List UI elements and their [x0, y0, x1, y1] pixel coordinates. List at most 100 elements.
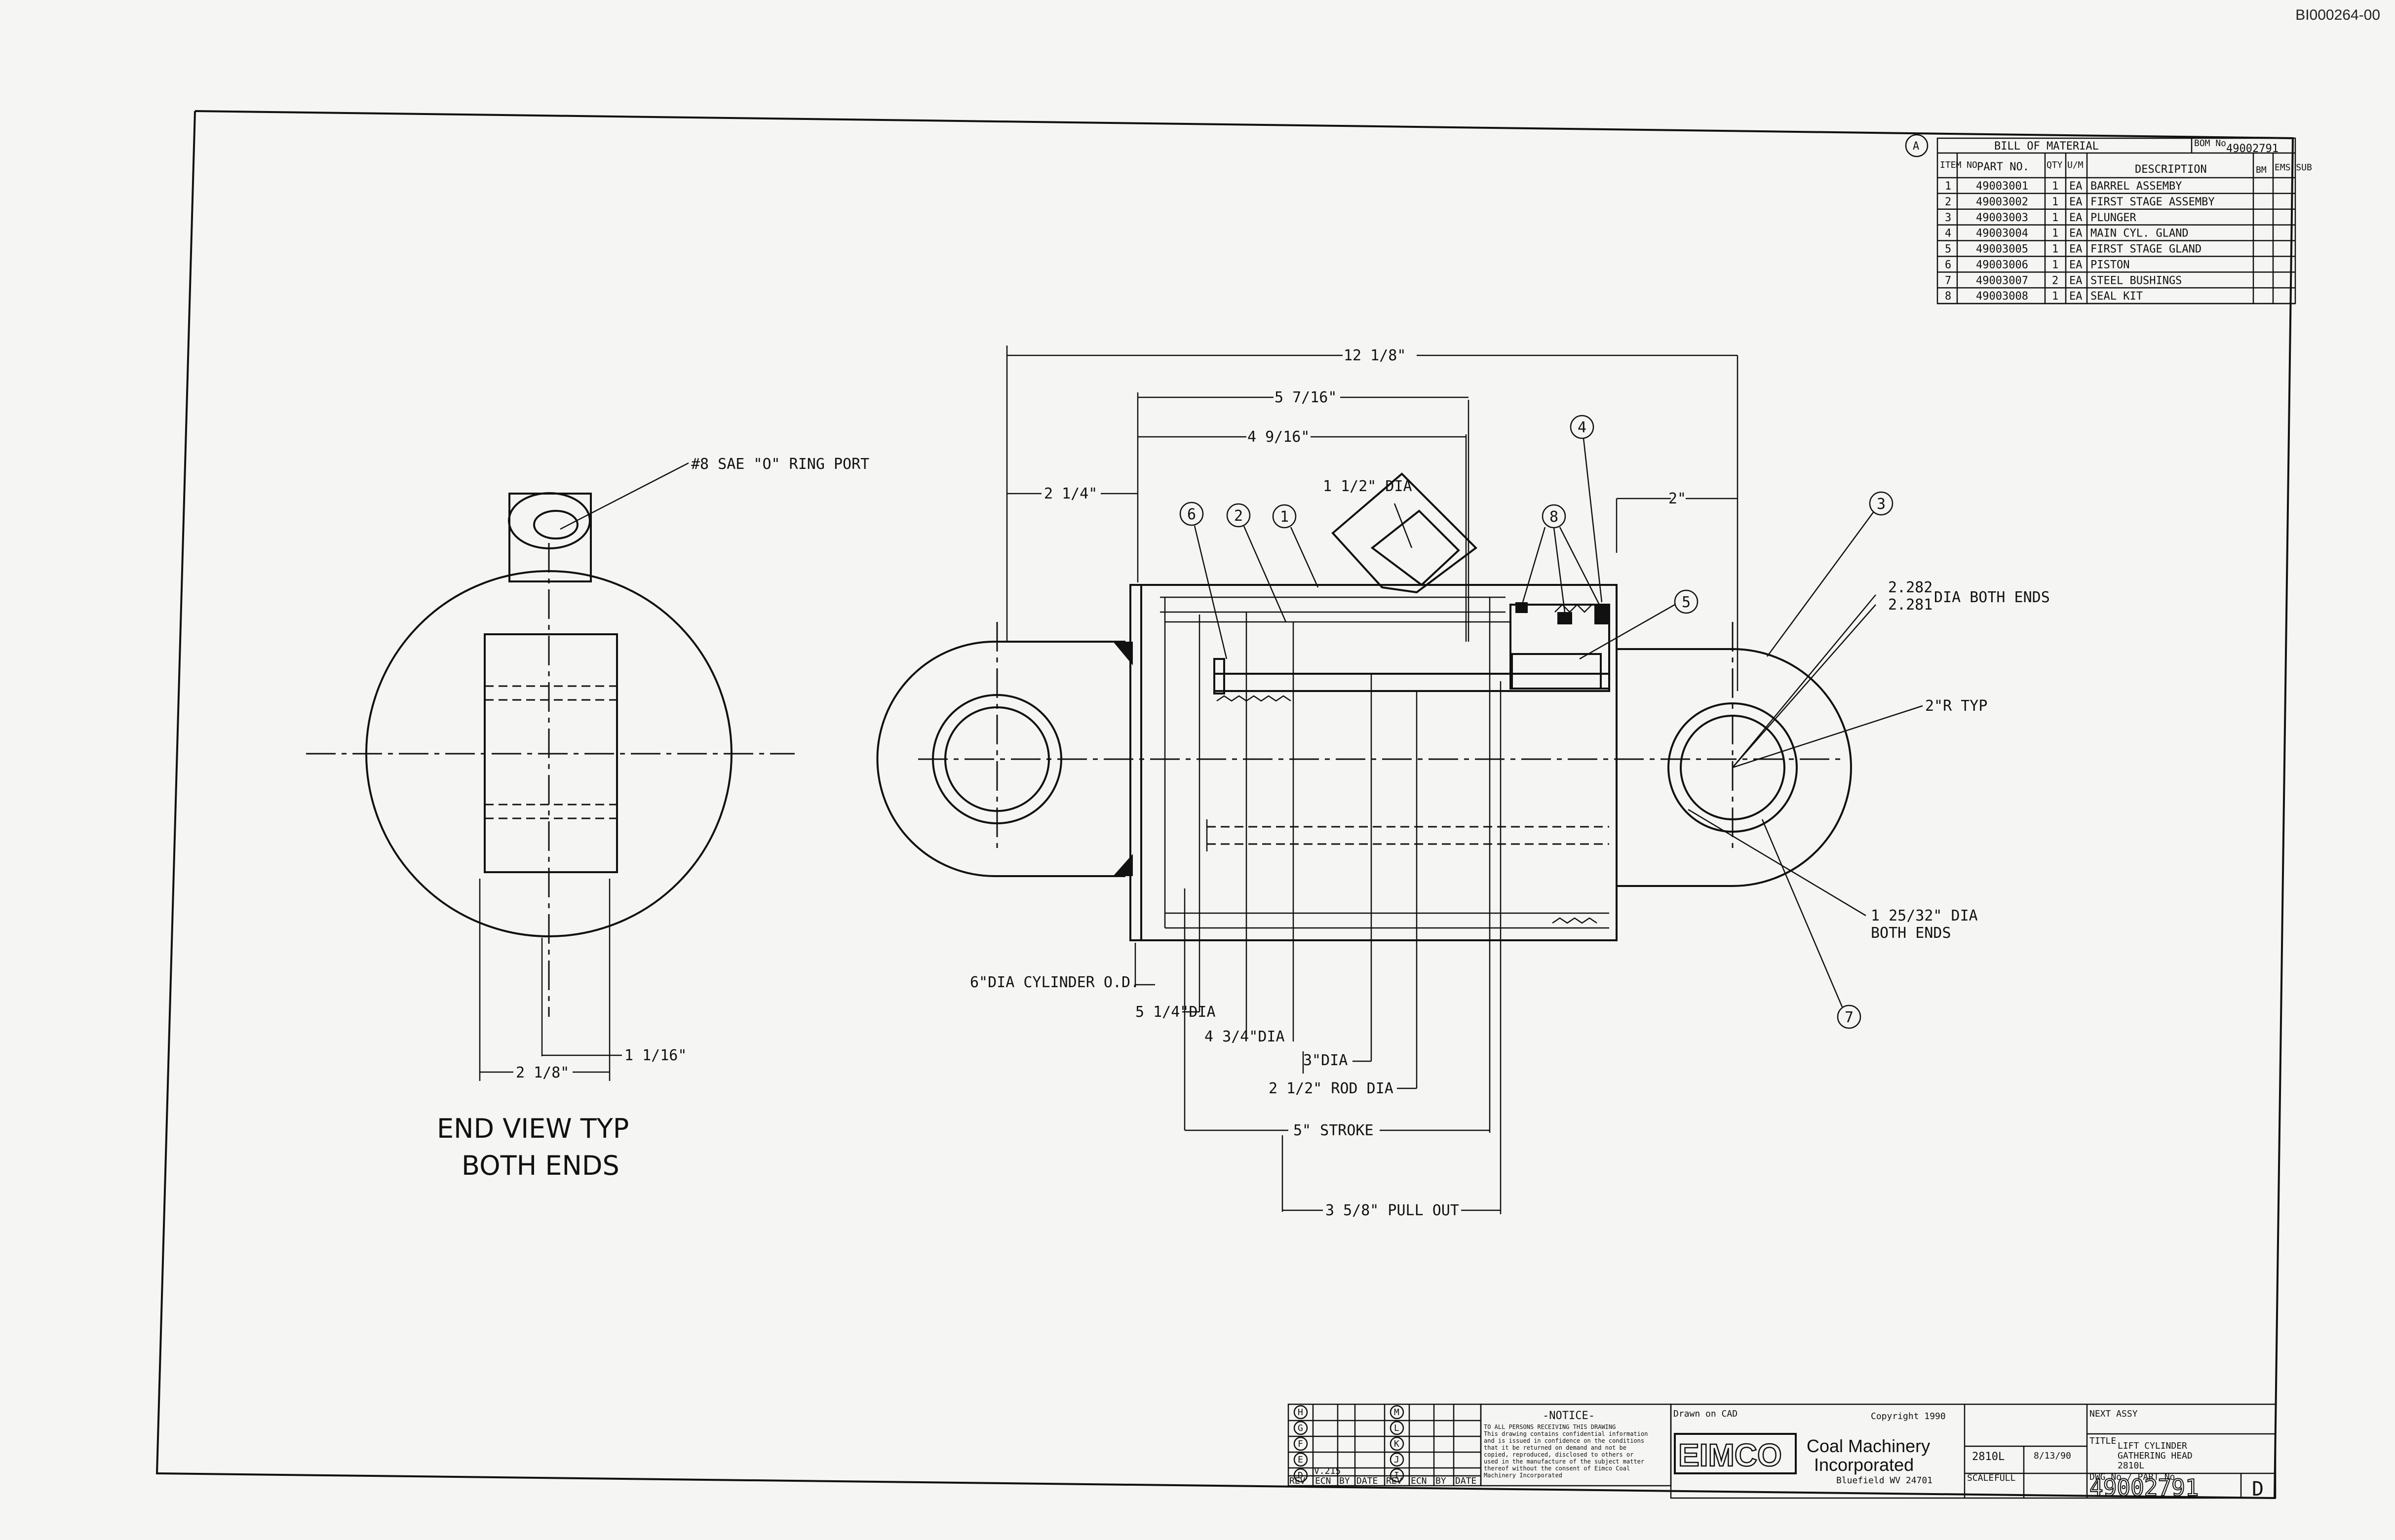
bom-header-um: U/M: [2067, 160, 2084, 170]
bom-description: FIRST STAGE ASSEMBY: [2090, 196, 2215, 208]
bom-description: BARREL ASSEMBY: [2090, 180, 2182, 192]
revision-header: REV: [1386, 1476, 1402, 1486]
bom-part-no: 49003001: [1976, 180, 2028, 192]
bom-um: EA: [2069, 274, 2083, 287]
dim-2-1-4: 2 1/4": [1044, 485, 1097, 502]
svg-text:2: 2: [1234, 507, 1243, 525]
bom-revision-marker: A: [1913, 140, 1919, 153]
dim-pull-out: 3 5/8" PULL OUT: [1325, 1202, 1459, 1219]
revision-marker-label: F: [1298, 1439, 1303, 1449]
dim-stroke: 5" STROKE: [1293, 1122, 1374, 1139]
bom-item-no: 1: [1945, 180, 1951, 192]
balloon-7: 7: [1761, 819, 1861, 1029]
bom-description: FIRST STAGE GLAND: [2090, 243, 2202, 256]
dim-cyl-od: 6"DIA CYLINDER O.D.: [970, 974, 1139, 991]
revision-marker-label: J: [1394, 1455, 1399, 1465]
dim-3: 3"DIA: [1303, 1052, 1348, 1069]
bom-item-no: 8: [1945, 290, 1951, 303]
revision-marker-label: D: [1298, 1470, 1303, 1481]
svg-text:4: 4: [1578, 419, 1586, 436]
balloon-8: 8: [1522, 504, 1600, 613]
bom-part-no: 49003003: [1976, 212, 2028, 224]
notice-title: -NOTICE-: [1543, 1410, 1595, 1422]
dim-pin-dia-bottom: 2.281: [1888, 596, 1932, 614]
bom-um: EA: [2069, 228, 2083, 240]
bom-um: EA: [2069, 212, 2083, 224]
revision-header: BY: [1435, 1476, 1446, 1486]
revision-header: BY: [1339, 1476, 1350, 1486]
notice-lines: TO ALL PERSONS RECEIVING THIS DRAWINGThi…: [1484, 1424, 1648, 1479]
revision-entry: V.215: [1314, 1466, 1341, 1476]
bom-header-item: ITEM NO: [1940, 160, 1977, 170]
bom-description: PLUNGER: [2090, 212, 2136, 224]
left-clevis: [876, 641, 1125, 877]
end-view-port-inner: [533, 510, 579, 539]
notice-line: copied, reproduced, disclosed to others …: [1484, 1451, 1633, 1458]
title-line3: 2810L: [2118, 1461, 2144, 1471]
bom-header-qty: QTY: [2047, 160, 2063, 170]
revision-marker-label: M: [1394, 1407, 1399, 1418]
bom-description: MAIN CYL. GLAND: [2090, 228, 2189, 240]
revision-header: DATE: [1356, 1476, 1378, 1486]
bom-title: BILL OF MATERIAL: [1994, 140, 2099, 153]
bom-part-no: 49003005: [1976, 243, 2028, 256]
svg-text:3: 3: [1877, 496, 1886, 513]
revision-marker-label: E: [1298, 1455, 1303, 1465]
notice-line: that it be returned on demand and not be: [1484, 1444, 1626, 1451]
end-view-title-line1: END VIEW TYP: [437, 1113, 629, 1144]
bom-item-no: 3: [1945, 212, 1951, 224]
eimco-logo: EIMCO: [1678, 1437, 1782, 1473]
bom-part-no: 49003007: [1976, 274, 2028, 287]
end-view-offset-dim: 1 1/16": [624, 1047, 687, 1064]
bom-qty: 1: [2052, 259, 2058, 271]
revision-marker: [1293, 1421, 1308, 1435]
bom-qty: 1: [2052, 196, 2058, 208]
bom-no: 49002791: [2226, 143, 2279, 155]
dim-bore-dia-line2: BOTH ENDS: [1871, 924, 1951, 942]
title-label: TITLE: [2089, 1436, 2116, 1446]
side-port-boss: [1331, 472, 1478, 594]
bom-qty: 1: [2052, 290, 2058, 303]
drawn-on: Drawn on CAD: [1673, 1409, 1738, 1419]
revision-marker: [1390, 1452, 1404, 1467]
revision-marker: [1293, 1452, 1308, 1467]
svg-text:1: 1: [1280, 508, 1289, 526]
bom-description: PISTON: [2090, 259, 2129, 271]
end-view: #8 SAE "O" RING PORT 2 1/8" 1 1/16" END …: [306, 456, 869, 1181]
end-view-title-line2: BOTH ENDS: [462, 1150, 619, 1181]
balloon-1: 1: [1272, 504, 1319, 588]
bom-part-no: 49003002: [1976, 196, 2028, 208]
dim-4-3-4: 4 3/4"DIA: [1204, 1028, 1285, 1045]
drawing-date: 8/13/90: [2034, 1451, 2071, 1461]
notice-line: This drawing contains confidential infor…: [1484, 1430, 1648, 1437]
svg-text:7: 7: [1845, 1009, 1854, 1026]
company-line2: Incorporated: [1814, 1455, 1914, 1475]
company-line1: Coal Machinery: [1807, 1436, 1930, 1456]
model-number: 2810L: [1972, 1451, 2005, 1463]
revision-marker: [1390, 1436, 1404, 1451]
end-view-port-label: #8 SAE "O" RING PORT: [691, 456, 869, 473]
dim-4-9-16: 4 9/16": [1247, 428, 1310, 446]
document-id: BI000264-00: [2295, 7, 2380, 23]
bill-of-material: A BILL OF MATERIAL BOM No 49002791 ITEM …: [1905, 134, 2312, 305]
bom-item-no: 6: [1945, 259, 1951, 271]
revision-marker-label: G: [1298, 1423, 1303, 1433]
barrel: [1129, 584, 1618, 941]
title-block: Drawn on CAD Copyright 1990 EIMCO Coal M…: [1670, 1403, 2277, 1502]
dim-pin-dia-top: 2.282: [1888, 579, 1932, 596]
notice-line: thereof without the consent of Eimco Coa…: [1484, 1465, 1630, 1472]
revision-header: ECN: [1315, 1476, 1331, 1486]
balloon-6: 6: [1179, 501, 1228, 659]
dim-2: 2": [1668, 490, 1686, 507]
scale-label: SCALE: [1967, 1473, 1994, 1483]
revision-marker: [1390, 1468, 1404, 1483]
